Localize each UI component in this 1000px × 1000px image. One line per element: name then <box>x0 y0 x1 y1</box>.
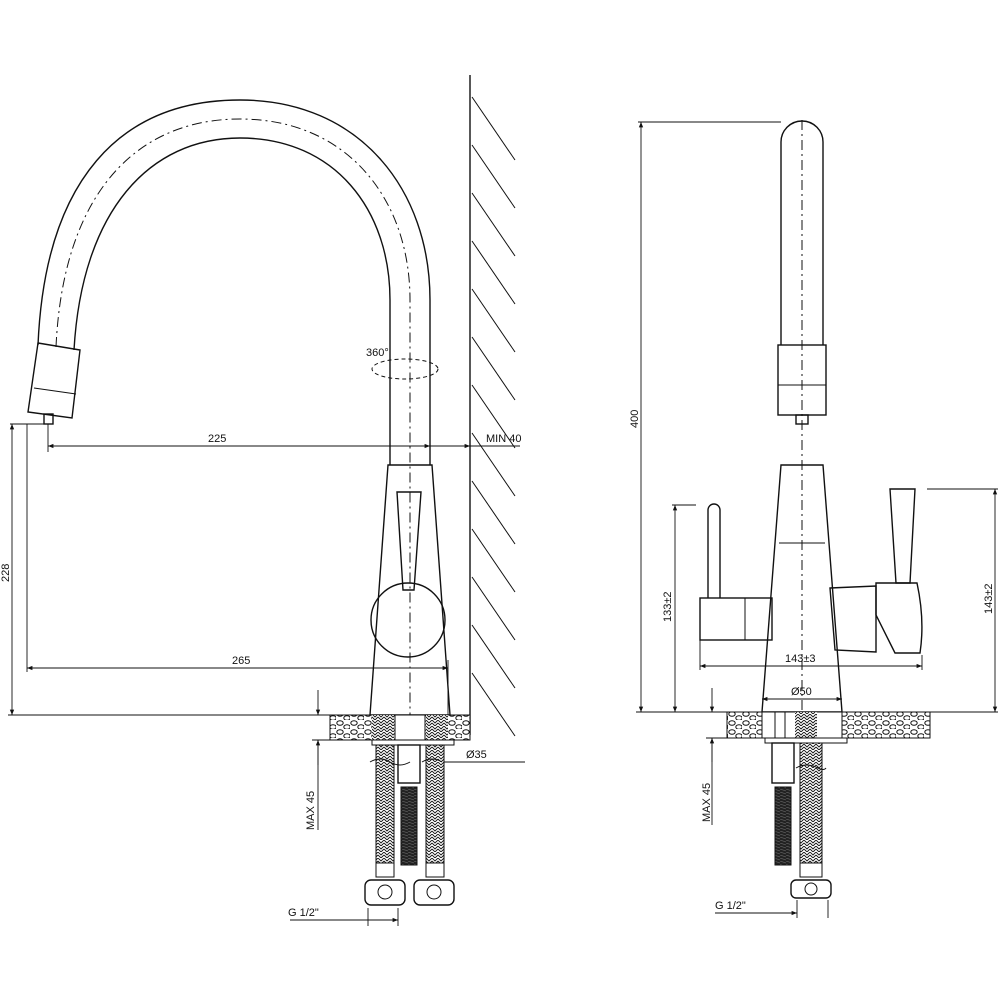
left-handle-height-label: 133±2 <box>662 591 674 622</box>
spout-front <box>777 120 827 715</box>
countertop-front <box>726 711 931 744</box>
front-view: 400 133±2 143±2 143±3 Ø50 MAX 45 G 1/2" <box>629 120 998 918</box>
rotation-ellipse <box>371 358 439 380</box>
right-handle-height-label: 143±2 <box>983 583 995 614</box>
right-handle <box>829 488 923 654</box>
base-reach-label: 265 <box>232 655 250 667</box>
spray-head <box>27 342 81 425</box>
supply-hoses <box>364 744 455 906</box>
rotation-label: 360° <box>366 347 389 359</box>
wall <box>469 75 516 737</box>
side-view: 360° <box>0 75 525 926</box>
total-height-label: 400 <box>629 410 641 428</box>
hole-diameter-label: Ø35 <box>466 749 487 761</box>
hose-nut-right <box>413 879 455 906</box>
left-handle <box>699 503 773 641</box>
spout-height-label: 228 <box>0 564 12 582</box>
base-diameter-label: Ø50 <box>791 686 812 698</box>
reach-label: 225 <box>208 433 226 445</box>
handle-span-label: 143±3 <box>785 653 816 665</box>
front-dimensions: 400 133±2 143±2 143±3 Ø50 MAX 45 G 1/2" <box>629 121 998 918</box>
countertop <box>329 714 471 746</box>
spout <box>37 99 431 715</box>
connection-label: G 1/2" <box>288 907 319 919</box>
max-thickness-label: MAX 45 <box>305 791 317 830</box>
wall-clearance-label: MIN 40 <box>486 433 521 445</box>
front-connection-label: G 1/2" <box>715 900 746 912</box>
supply-hose-front <box>771 742 832 899</box>
front-max-thickness-label: MAX 45 <box>701 783 713 822</box>
side-dimensions: 225 MIN 40 228 265 Ø35 MAX 45 G 1/2" <box>0 423 525 926</box>
hose-nut-left <box>364 879 406 906</box>
